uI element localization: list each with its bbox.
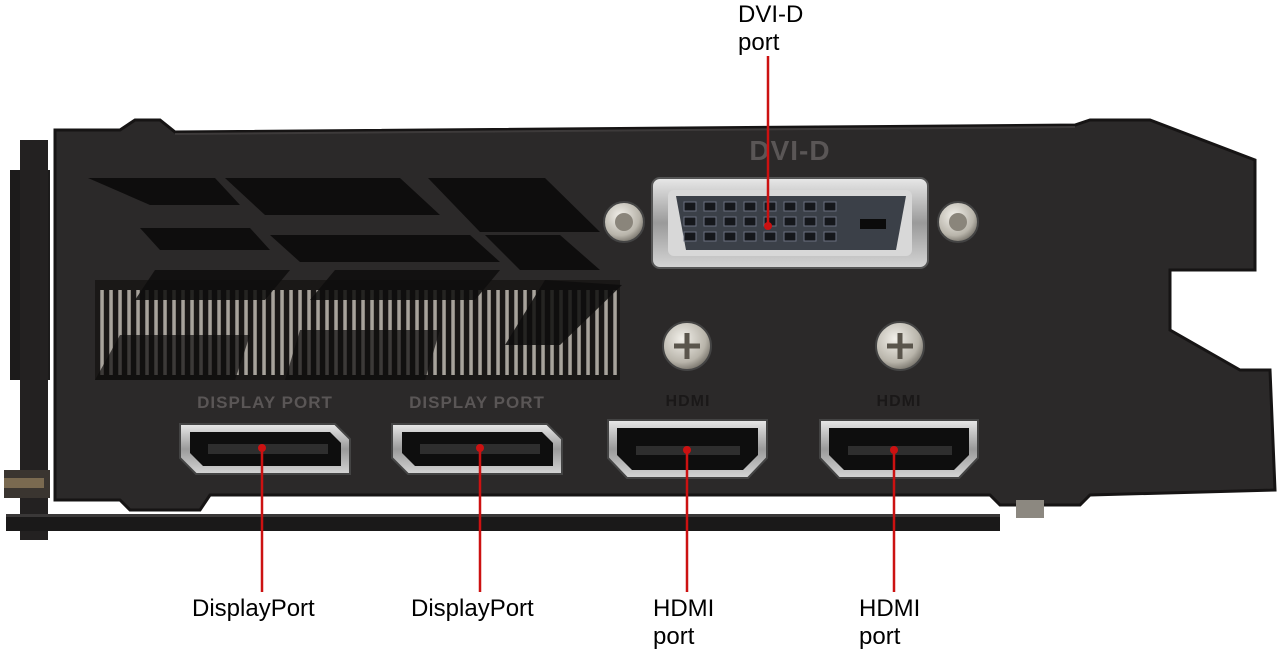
- silkscreen-hdmi-1: HDMI: [666, 393, 711, 410]
- callout-hdmi-port-1: HDMI port: [653, 595, 714, 651]
- heatsink-fin: [496, 290, 500, 375]
- dvi-pin: [743, 216, 757, 227]
- heatsink-fin: [154, 290, 158, 375]
- callout-hdmi-2-line1: HDMI: [859, 595, 921, 622]
- heatsink-fin: [586, 290, 590, 375]
- pcb-edge: [6, 515, 1000, 531]
- callout-dvi-line2: port: [738, 29, 780, 56]
- callout-hdmi-port-2: HDMI port: [859, 595, 920, 651]
- heatsink-fin: [226, 290, 230, 375]
- leader-hdmi-1: [683, 446, 691, 592]
- leader-dvi: [764, 56, 772, 230]
- heatsink-fin: [253, 290, 257, 375]
- vent-icon: [88, 178, 622, 380]
- screw-icon: [603, 201, 645, 243]
- dvi-pin: [683, 201, 697, 212]
- silkscreen-dvi: DVI-D: [749, 135, 830, 166]
- screw-icon: [937, 201, 979, 243]
- dvi-pin: [743, 201, 757, 212]
- heatsink-fin: [442, 290, 446, 375]
- heatsink-fin: [460, 290, 464, 375]
- screw-icon: [1016, 500, 1044, 518]
- heatsink-fin: [577, 290, 581, 375]
- heatsink-fin: [487, 290, 491, 375]
- dvi-pin: [783, 216, 797, 227]
- heatsink-fin: [109, 290, 113, 375]
- callout-hdmi-2-line2: port: [859, 623, 901, 650]
- hdmi-port-2: [819, 419, 979, 479]
- screw-icon: [875, 321, 925, 371]
- dvi-pin: [723, 216, 737, 227]
- silkscreen-displayport-2: DISPLAY PORT: [409, 393, 545, 412]
- heatsink-fin: [181, 290, 185, 375]
- callout-displayport-2-line1: DisplayPort: [411, 595, 534, 622]
- heatsink-fin: [244, 290, 248, 375]
- heatsink-fin: [172, 290, 176, 375]
- screw-icon: [662, 321, 712, 371]
- heatsink-fin: [235, 290, 239, 375]
- dvi-pin: [823, 216, 837, 227]
- dvi-pin: [803, 201, 817, 212]
- callout-displayport-2: DisplayPort: [411, 595, 534, 623]
- dvi-d-port: [651, 177, 929, 269]
- heatsink-fin: [604, 290, 608, 375]
- callout-displayport-1: DisplayPort: [192, 595, 315, 623]
- heatsink-fin: [190, 290, 194, 375]
- heatsink-fin: [262, 290, 266, 375]
- heatsink-fin: [451, 290, 455, 375]
- dvi-pin: [783, 201, 797, 212]
- callout-dvi-line1: DVI-D: [738, 1, 804, 28]
- heatsink-fin: [271, 290, 275, 375]
- heatsink-fin: [289, 290, 293, 375]
- heatsink-fin: [208, 290, 212, 375]
- dvi-pin: [683, 216, 697, 227]
- heatsink-fin: [145, 290, 149, 375]
- silkscreen-displayport-1: DISPLAY PORT: [197, 393, 333, 412]
- heatsink-fin: [118, 290, 122, 375]
- heatsink-fin: [100, 290, 104, 375]
- dvi-pin: [683, 231, 697, 242]
- callout-dvi-d-port: DVI-D port: [738, 1, 803, 57]
- heatsink-fin: [613, 290, 617, 375]
- callout-hdmi-1-line2: port: [653, 623, 695, 650]
- heatsink-fin: [136, 290, 140, 375]
- heatsink-fin: [127, 290, 131, 375]
- silkscreen-hdmi-2: HDMI: [877, 393, 922, 410]
- dvi-pin: [723, 201, 737, 212]
- heatsink-fin: [469, 290, 473, 375]
- dvi-pin: [803, 216, 817, 227]
- callout-hdmi-1-line1: HDMI: [653, 595, 715, 622]
- leader-displayport-2: [476, 444, 484, 592]
- heatsink-fin: [505, 290, 509, 375]
- heatsink-fin: [478, 290, 482, 375]
- callout-displayport-1-line1: DisplayPort: [192, 595, 315, 622]
- leader-displayport-1: [258, 444, 266, 592]
- dvi-pin: [703, 216, 717, 227]
- dvi-pin: [703, 231, 717, 242]
- heatsink-fin: [280, 290, 284, 375]
- dvi-pin: [763, 201, 777, 212]
- heatsink-fin: [199, 290, 203, 375]
- leader-hdmi-2: [890, 446, 898, 592]
- dvi-pin: [703, 201, 717, 212]
- heatsink-fin: [163, 290, 167, 375]
- dvi-pin: [763, 231, 777, 242]
- card-side-edge: [4, 140, 50, 540]
- dvi-pin: [803, 231, 817, 242]
- dvi-pin: [723, 231, 737, 242]
- dvi-pin: [743, 231, 757, 242]
- dvi-pin: [823, 201, 837, 212]
- heatsink-fin: [217, 290, 221, 375]
- dvi-pin: [823, 231, 837, 242]
- dvi-pin: [783, 231, 797, 242]
- heatsink-fin: [595, 290, 599, 375]
